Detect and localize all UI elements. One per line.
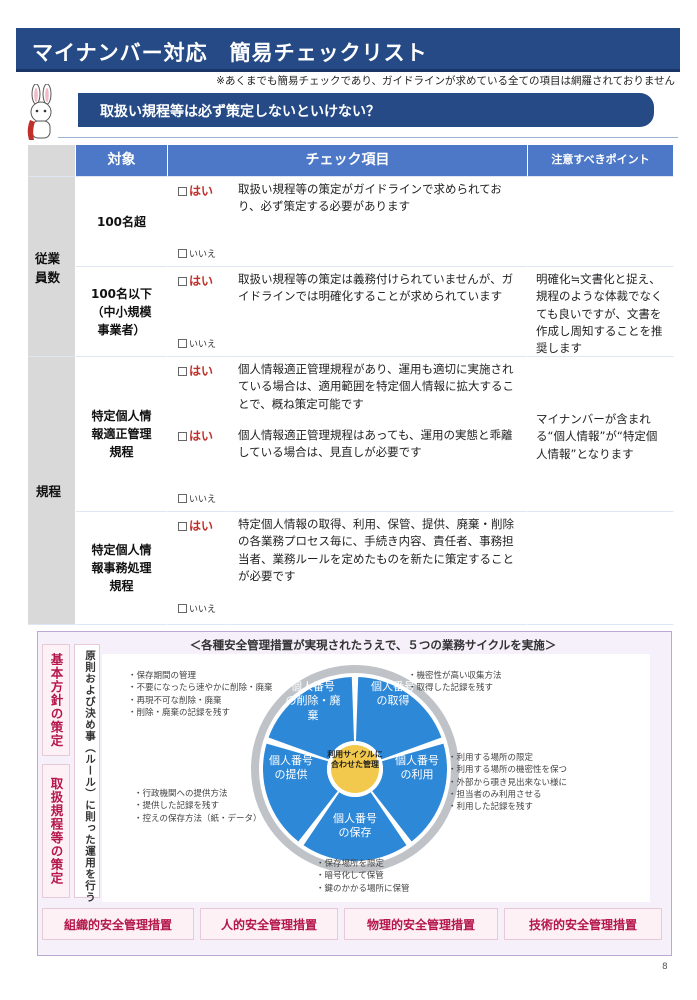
notes-use: ・利用する場所の限定 ・利用する場所の機密性を保つ ・外部から覗き見出来ない様に… <box>448 753 568 813</box>
rule-bar <box>74 644 100 898</box>
row3-check: 個人情報適正管理規程があり、運用も適切に実施されている場合は、適用範囲を特定個人… <box>230 357 528 512</box>
page-number: 8 <box>662 962 668 972</box>
yes-checkbox[interactable]: はい <box>178 272 213 290</box>
row3-target: 特定個人情 報適正管理 規程 <box>76 357 168 512</box>
notes-provide: ・行政機関への提供方法 ・提供した記録を残す ・控えの保存方法（紙・データ） <box>134 789 262 824</box>
segment-acquire: 個人番号 の取得 <box>371 680 415 708</box>
pillar-physical: 物理的安全管理措置 <box>344 908 498 940</box>
wheel-segment-provide <box>263 743 338 842</box>
notes-store: ・保存場所を限定 ・暗号化して保管 ・鍵のかかる場所に保管 <box>316 859 410 894</box>
yes-checkbox-2[interactable]: はい <box>178 427 213 445</box>
notes-acquire: ・機密性が高い収集方法 ・取得した記録を残す <box>408 671 502 694</box>
row4-point <box>528 512 674 625</box>
row4-answer: はい いいえ <box>168 512 230 625</box>
header-check: チェック項目 <box>168 145 528 177</box>
page-title: マイナンバー対応 簡易チェックリスト <box>16 28 680 72</box>
checkbox-icon <box>178 339 187 348</box>
notes-delete: ・保存期間の管理 ・不要になったら速やかに削除・廃棄 ・再現不可な削除・廃棄 ・… <box>128 671 273 718</box>
handling-rules-box: 取扱規程等の策定 <box>42 764 70 898</box>
wheel-segment-acquire <box>355 677 442 760</box>
checkbox-icon <box>178 249 187 258</box>
row1-check: 取扱い規程等の策定がガイドラインで求められており、必ず策定する必要があります <box>230 177 528 267</box>
basic-policy-box: 基本方針の策定 <box>42 644 70 756</box>
rabbit-mascot-icon <box>27 84 52 140</box>
corner-cell <box>28 145 76 177</box>
management-cycle-diagram: ＜各種安全管理措置が実現されたうえで、５つの業務サイクルを実施＞ 基本方針の策定… <box>37 631 672 956</box>
group-employees: 従業 員数 <box>28 177 76 357</box>
yes-checkbox[interactable]: はい <box>178 517 213 535</box>
wheel-segment-store <box>303 792 407 861</box>
checkbox-icon <box>178 522 187 531</box>
checkbox-icon <box>178 187 187 196</box>
no-checkbox[interactable]: いいえ <box>178 249 216 263</box>
checkbox-icon <box>178 432 187 441</box>
no-checkbox[interactable]: いいえ <box>178 604 216 618</box>
disclaimer-note: ※あくまでも簡易チェックであり、ガイドラインが求めている全ての項目は網羅されてお… <box>216 75 675 87</box>
wheel-center-fill <box>331 745 379 793</box>
row4-check: 特定個人情報の取得、利用、保管、提供、廃棄・削除の各業務プロセス毎に、手続き内容… <box>230 512 528 625</box>
no-checkbox[interactable]: いいえ <box>178 339 216 353</box>
row3-point: マイナンバーが含まれる“個人情報”が“特定個人情報”となります <box>528 357 674 512</box>
checkbox-icon <box>178 494 187 503</box>
checkbox-icon <box>178 277 187 286</box>
row1-answer: はい いいえ <box>168 177 230 267</box>
pillar-human: 人的安全管理措置 <box>200 908 338 940</box>
row1-target: 100名超 <box>76 177 168 267</box>
yes-checkbox[interactable]: はい <box>178 362 213 380</box>
no-checkbox[interactable]: いいえ <box>178 494 216 508</box>
diagram-title: ＜各種安全管理措置が実現されたうえで、５つの業務サイクルを実施＞ <box>189 638 557 652</box>
wheel-segment-delete <box>268 677 355 760</box>
segment-delete: 個人番号 の削除・廃 棄 <box>285 680 341 722</box>
cycle-ring <box>251 665 459 873</box>
divider <box>58 137 678 138</box>
header-points: 注意すべきポイント <box>528 145 674 177</box>
row1-point <box>528 177 674 267</box>
segment-provide: 個人番号 の提供 <box>269 754 313 782</box>
yes-checkbox[interactable]: はい <box>178 182 213 200</box>
segment-use: 個人番号 の利用 <box>395 754 439 782</box>
checkbox-icon <box>178 604 187 613</box>
header-target: 対象 <box>76 145 168 177</box>
cycle-wheel <box>251 665 459 873</box>
wheel-center-label: 利用サイクルに 合わせた管理 <box>327 750 383 770</box>
row2-answer: はい いいえ <box>168 267 230 357</box>
row2-point: 明確化≒文書化と捉え、規程のような体裁でなくても良いですが、文書を作成し周知する… <box>528 267 674 357</box>
row2-check: 取扱い規程等の策定は義務付けられていませんが、ガイドラインでは明確化することが求… <box>230 267 528 357</box>
segment-store: 個人番号 の保存 <box>333 812 377 840</box>
pillar-technical: 技術的安全管理措置 <box>504 908 662 940</box>
pillar-organizational: 組織的安全管理措置 <box>42 908 194 940</box>
row3-answer: はい はい いいえ <box>168 357 230 512</box>
checkbox-icon <box>178 367 187 376</box>
checklist-table: 対象 チェック項目 注意すべきポイント 従業 員数 規程 100名超 はい いい… <box>28 145 674 625</box>
row2-target: 100名以下 （中小規模 事業者） <box>76 267 168 357</box>
row4-target: 特定個人情 報事務処理 規程 <box>76 512 168 625</box>
rule-text: 原則および決め事（ルール）に則った運用を行う <box>84 650 96 903</box>
question-banner: 取扱い規程等は必ず策定しないといけない？ <box>78 93 654 127</box>
wheel-segment-use <box>372 743 447 842</box>
group-rules: 規程 <box>28 357 76 625</box>
